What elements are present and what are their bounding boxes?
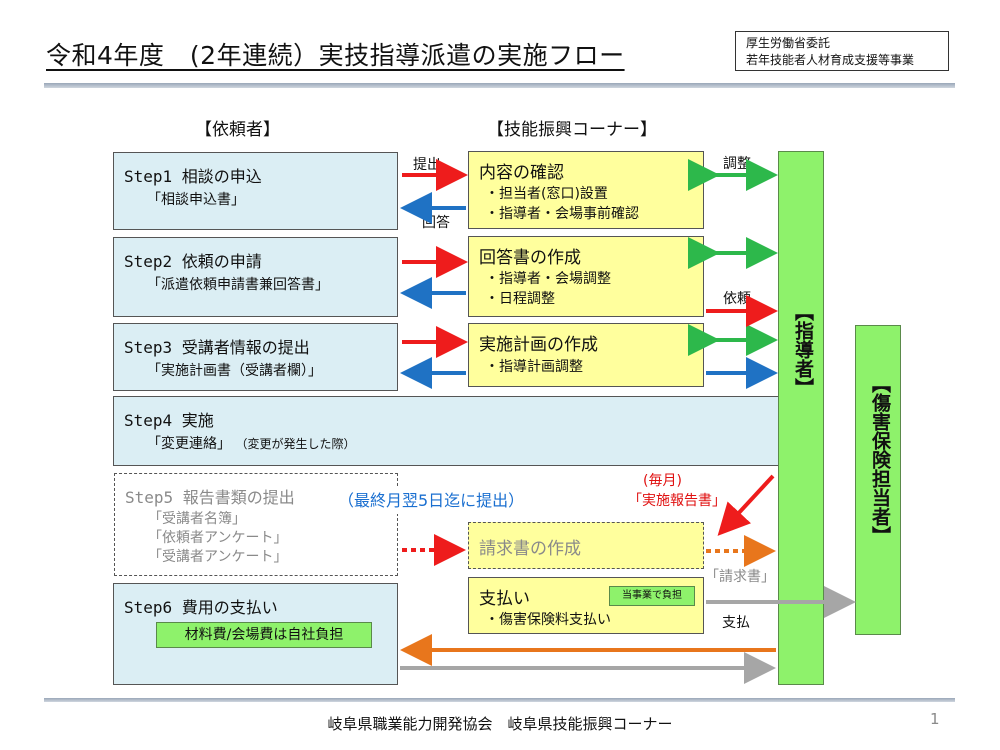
payment-item1: ・傷害保険料支払い <box>485 612 611 628</box>
step3-box: Step3 受講者情報の提出 「実施計画書（受講者欄）」 <box>113 323 398 391</box>
plan-box: 実施計画の作成 ・指導計画調整 <box>468 323 704 387</box>
answer-item2: ・日程調整 <box>485 291 555 307</box>
step5-box: Step5 報告書類の提出 「受講者名簿」 「依頼者アンケート」 「受講者アンケ… <box>114 473 398 576</box>
label-report: 「実施報告書」 <box>628 493 726 509</box>
payment-title: 支払い <box>479 589 530 609</box>
label-invoice-doc: 「請求書」 <box>705 569 775 585</box>
confirm-title: 内容の確認 <box>479 163 564 183</box>
self-pay-badge: 材料費/会場費は自社負担 <box>156 622 372 648</box>
answer-box: 回答書の作成 ・指導者・会場調整 ・日程調整 <box>468 236 704 317</box>
page-title: 令和4年度 (2年連続）実技指導派遣の実施フロー <box>46 41 625 70</box>
step1-doc: 「相談申込書」 <box>147 192 245 208</box>
page-number: 1 <box>930 710 940 728</box>
insurance-label: 【傷害保険担当者】 <box>869 374 891 545</box>
confirm-item1: ・担当者(窓口)設置 <box>485 186 608 202</box>
arrow-report <box>717 474 775 536</box>
footer-rule <box>44 698 955 702</box>
plan-item1: ・指導計画調整 <box>485 359 583 375</box>
step5-deadline: （最終月翌5日迄に提出） <box>330 488 564 514</box>
step5-doc3: 「受講者アンケート」 <box>148 549 288 565</box>
invoice-title: 請求書の作成 <box>479 539 581 559</box>
step3-title: Step3 受講者情報の提出 <box>124 338 310 357</box>
payment-box: 支払い 当事業で負担 ・傷害保険料支払い <box>468 577 704 634</box>
center-header: 【技能振興コーナー】 <box>487 120 657 140</box>
label-submit: 提出 <box>413 157 441 173</box>
step2-box: Step2 依頼の申請 「派遣依頼申請書兼回答書」 <box>113 237 398 317</box>
instructor-bar: 【指導者】 <box>778 151 824 685</box>
instructor-label: 【指導者】 <box>792 302 814 397</box>
label-request: 依頼 <box>723 291 751 307</box>
label-pay: 支払 <box>722 615 750 631</box>
requester-header: 【依頼者】 <box>195 120 280 140</box>
confirm-item2: ・指導者・会場事前確認 <box>485 206 639 222</box>
sponsor-box: 厚生労働省委託 若年技能者人材育成支援等事業 <box>735 31 949 71</box>
answer-item1: ・指導者・会場調整 <box>485 271 611 287</box>
step4-note: （変更が発生した際） <box>235 437 356 451</box>
plan-title: 実施計画の作成 <box>479 335 598 355</box>
sponsor-line1: 厚生労働省委託 <box>746 36 831 50</box>
step1-box: Step1 相談の申込 「相談申込書」 <box>113 152 398 230</box>
step2-doc: 「派遣依頼申請書兼回答書」 <box>147 277 329 293</box>
footer-org: 岐阜県職業能力開発協会 岐阜県技能振興コーナー <box>327 715 673 733</box>
step5-doc2: 「依頼者アンケート」 <box>148 530 288 546</box>
insurance-bar: 【傷害保険担当者】 <box>855 325 901 635</box>
invoice-box: 請求書の作成 <box>468 522 704 569</box>
step5-doc1: 「受講者名簿」 <box>148 511 246 527</box>
header-rule <box>44 83 955 88</box>
step6-title: Step6 費用の支払い <box>124 598 278 617</box>
step4-doc-name: 「変更連絡」 <box>147 436 231 452</box>
step6-box: Step6 費用の支払い 材料費/会場費は自社負担 <box>113 583 398 685</box>
step4-title: Step4 実施 <box>124 411 214 430</box>
confirm-box: 内容の確認 ・担当者(窓口)設置 ・指導者・会場事前確認 <box>468 151 704 229</box>
step3-doc: 「実施計画書（受講者欄）」 <box>147 363 322 379</box>
payment-badge: 当事業で負担 <box>609 586 695 606</box>
step1-title: Step1 相談の申込 <box>124 167 262 186</box>
sponsor-line2: 若年技能者人材育成支援等事業 <box>746 53 915 67</box>
step4-doc: 「変更連絡」 （変更が発生した際） <box>147 433 355 453</box>
step5-title: Step5 報告書類の提出 <box>125 488 295 507</box>
step2-title: Step2 依頼の申請 <box>124 252 262 271</box>
label-monthly: (毎月) <box>643 473 682 489</box>
answer-title: 回答書の作成 <box>479 248 581 268</box>
